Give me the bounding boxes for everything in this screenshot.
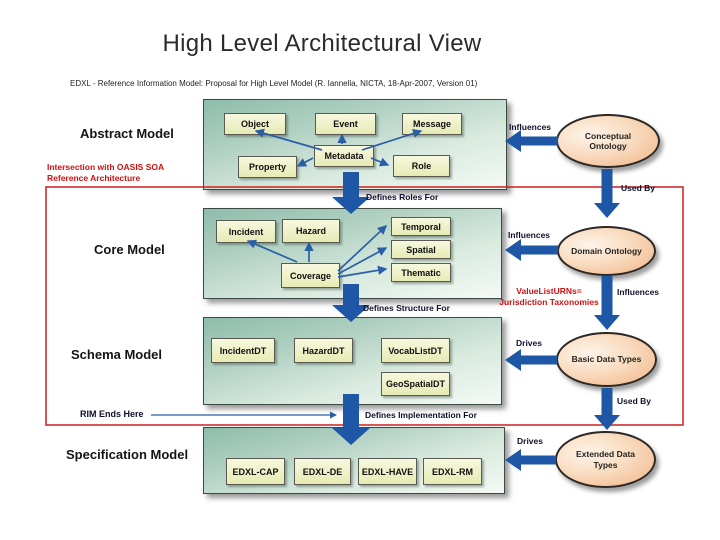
label-used-by-1: Used By xyxy=(621,183,656,193)
arrow-domain-influences xyxy=(505,239,558,261)
label-influences-1: Influences xyxy=(509,122,552,132)
box-thematic: Thematic xyxy=(391,263,451,282)
note-rim-ends-here: RIM Ends Here xyxy=(80,409,144,419)
label-defines-structure: Defines Structure For xyxy=(363,303,450,313)
ellipse-extended-data-types: Extended Data Types xyxy=(555,431,656,488)
note-valuelist-line2: Jurisdiction Taxonomies xyxy=(499,296,599,307)
label-influences-2: Influences xyxy=(508,230,551,240)
box-temporal: Temporal xyxy=(391,217,451,236)
box-message: Message xyxy=(402,113,462,135)
panel-core-model: Incident Hazard Temporal Spatial Themati… xyxy=(203,208,502,299)
box-incident-dt: IncidentDT xyxy=(211,338,275,363)
box-coverage: Coverage xyxy=(281,263,340,288)
label-defines-implementation: Defines Implementation For xyxy=(365,410,477,420)
note-valuelist-urns: ValueListURNs= Jurisdiction Taxonomies xyxy=(490,286,608,307)
label-drives-1: Drives xyxy=(516,338,542,348)
label-schema-model: Schema Model xyxy=(71,347,163,362)
box-edxl-cap: EDXL-CAP xyxy=(226,458,285,485)
box-vocablist-dt: VocabListDT xyxy=(381,338,450,363)
box-object: Object xyxy=(224,113,286,135)
box-hazard-dt: HazardDT xyxy=(294,338,353,363)
page-title: High Level Architectural View xyxy=(162,30,482,57)
note-oasis-line2: Reference Architecture xyxy=(47,172,141,183)
box-role: Role xyxy=(393,155,450,177)
arrow-extended-drives xyxy=(505,449,556,471)
label-defines-roles: Defines Roles For xyxy=(366,192,439,202)
box-metadata: Metadata xyxy=(314,145,374,167)
panel-schema-model: IncidentDT HazardDT VocabListDT GeoSpati… xyxy=(203,317,502,405)
label-used-by-2: Used By xyxy=(617,396,652,406)
box-incident: Incident xyxy=(216,220,276,243)
label-abstract-model: Abstract Model xyxy=(80,126,174,141)
arrow-basic-drives xyxy=(505,349,557,371)
ellipse-domain-ontology: Domain Ontology xyxy=(557,226,656,276)
box-edxl-de: EDXL-DE xyxy=(294,458,351,485)
arrow-conceptual-to-domain xyxy=(594,169,620,218)
box-property: Property xyxy=(238,156,297,178)
label-core-model: Core Model xyxy=(94,242,165,257)
box-hazard: Hazard xyxy=(282,219,340,243)
label-influences-3: Influences xyxy=(617,287,660,297)
box-geospatial-dt: GeoSpatialDT xyxy=(381,372,450,396)
label-specification-model: Specification Model xyxy=(66,447,189,462)
note-oasis-line1: Intersection with OASIS SOA xyxy=(47,162,165,172)
ellipse-conceptual-ontology: Conceptual Ontology xyxy=(556,114,660,168)
ellipse-basic-data-types: Basic Data Types xyxy=(556,332,657,387)
box-edxl-have: EDXL-HAVE xyxy=(358,458,417,485)
label-drives-2: Drives xyxy=(517,436,543,446)
panel-abstract-model: Object Event Message Metadata Property R… xyxy=(203,99,507,190)
box-edxl-rm: EDXL-RM xyxy=(423,458,482,485)
arrow-conceptual-influences xyxy=(505,130,558,152)
box-event: Event xyxy=(315,113,376,135)
slide-subtitle: EDXL - Reference Information Model: Prop… xyxy=(70,79,478,88)
box-spatial: Spatial xyxy=(391,240,451,259)
panel-specification-model: EDXL-CAP EDXL-DE EDXL-HAVE EDXL-RM xyxy=(203,427,505,494)
note-valuelist-line1: ValueListURNs= xyxy=(516,286,582,296)
arrow-basic-to-extended xyxy=(594,388,620,430)
note-oasis-intersection: Intersection with OASIS SOA Reference Ar… xyxy=(47,162,164,183)
